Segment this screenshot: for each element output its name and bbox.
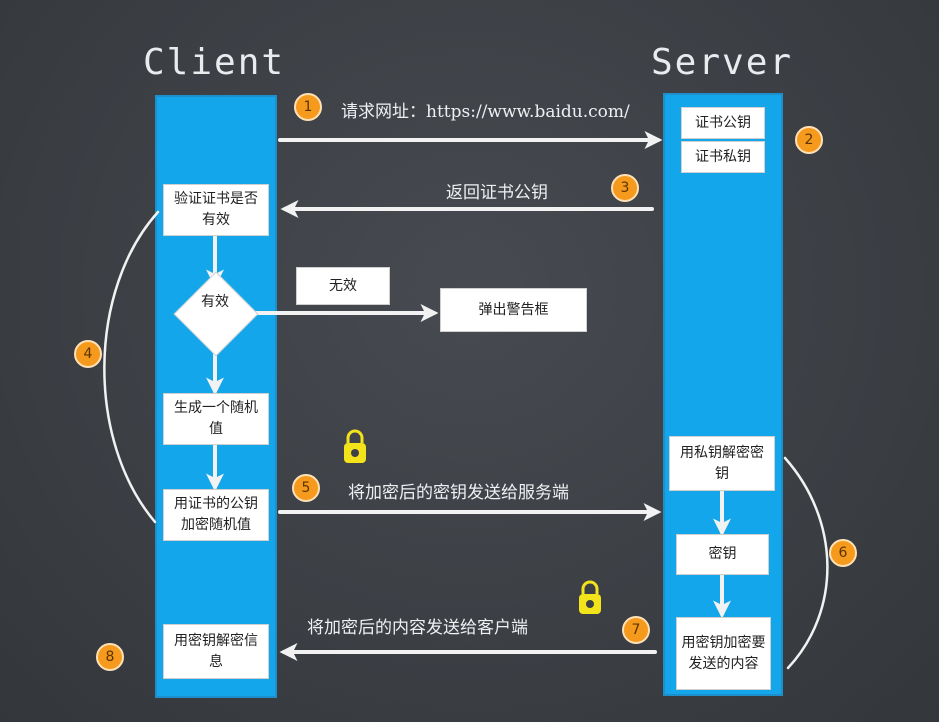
badge-step-5: 5 bbox=[292, 474, 320, 502]
client-verify-box: 验证证书是否有效 bbox=[163, 184, 269, 236]
badge-step-3: 3 bbox=[611, 174, 639, 202]
step1-label: 请求网址：https://www.baidu.com/ bbox=[341, 102, 630, 122]
lock-icon bbox=[344, 429, 366, 463]
client-generate-box: 生成一个随机值 bbox=[163, 393, 269, 445]
badge-step-6: 6 bbox=[829, 539, 857, 567]
badge-step-2: 2 bbox=[795, 126, 823, 154]
server-decrypt-key-box: 用私钥解密密钥 bbox=[669, 436, 775, 491]
client-decrypt-info-box: 用密钥解密信息 bbox=[163, 624, 269, 679]
server-encrypt-content-box: 用密钥加密要发送的内容 bbox=[676, 617, 771, 690]
step5-label: 将加密后的密钥发送给服务端 bbox=[348, 483, 569, 503]
server-title: Server bbox=[651, 42, 794, 83]
warning-box: 弹出警告框 bbox=[440, 288, 587, 332]
lock-icon bbox=[579, 580, 601, 614]
badge-step-1: 1 bbox=[294, 93, 322, 121]
step3-label: 返回证书公钥 bbox=[446, 183, 548, 203]
badge-step-4: 4 bbox=[74, 340, 102, 368]
client-title: Client bbox=[143, 42, 286, 83]
badge-step-7: 7 bbox=[622, 616, 650, 644]
step7-label: 将加密后的内容发送给客户端 bbox=[307, 618, 528, 638]
badge-step-8: 8 bbox=[96, 643, 124, 671]
server-private-key-box: 证书私钥 bbox=[681, 141, 765, 173]
client-encrypt-key-box: 用证书的公钥加密随机值 bbox=[163, 489, 269, 541]
invalid-box: 无效 bbox=[296, 267, 390, 305]
server-public-key-box: 证书公钥 bbox=[681, 107, 765, 139]
server-key-box: 密钥 bbox=[676, 534, 769, 575]
client-decision-label: 有效 bbox=[201, 294, 229, 310]
